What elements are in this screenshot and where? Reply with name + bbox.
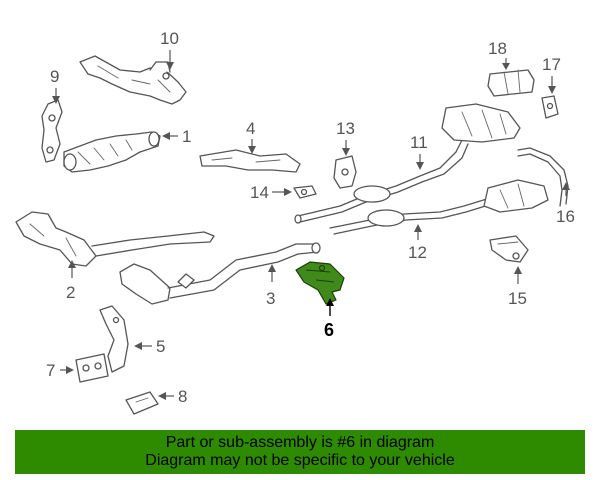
svg-text:8: 8	[178, 387, 187, 406]
part-7-gasket[interactable]	[75, 353, 109, 383]
part-15-bracket[interactable]	[489, 235, 529, 263]
callout-16: 16	[556, 182, 575, 226]
banner-line-2: Diagram may not be specific to your vehi…	[145, 452, 455, 469]
callout-6: 6	[324, 298, 334, 340]
part-12-rear-muffler-assembly[interactable]	[329, 179, 549, 235]
callout-12: 12	[408, 224, 427, 262]
svg-text:6: 6	[324, 320, 334, 340]
banner-line-1: Part or sub-assembly is #6 in diagram	[165, 434, 435, 451]
callout-7: 7	[46, 361, 74, 380]
svg-text:5: 5	[156, 337, 165, 356]
svg-text:14: 14	[250, 183, 269, 202]
part-4-heat-shield[interactable]	[199, 149, 301, 173]
part-2-front-pipe-converter[interactable]	[15, 211, 215, 267]
part-8-gasket-strip[interactable]	[125, 391, 159, 415]
part-11-rear-muffler-assembly[interactable]	[294, 103, 521, 224]
callout-1: 1	[162, 127, 191, 146]
info-banner: Part or sub-assembly is #6 in diagram Di…	[15, 430, 585, 474]
callout-10: 10	[160, 29, 179, 70]
svg-text:4: 4	[246, 119, 255, 138]
callout-8: 8	[158, 387, 187, 406]
svg-text:11: 11	[410, 133, 428, 152]
part-10-bracket[interactable]	[79, 55, 187, 105]
part-14-clamp[interactable]	[293, 185, 317, 199]
part-18-muffler-box[interactable]	[487, 69, 535, 97]
svg-text:1: 1	[182, 127, 191, 146]
svg-text:7: 7	[46, 361, 55, 380]
part-1-manifold[interactable]	[63, 131, 161, 173]
callout-2: 2	[66, 260, 76, 302]
part-5-bracket[interactable]	[99, 305, 129, 373]
callout-3: 3	[266, 264, 276, 308]
svg-text:15: 15	[508, 289, 527, 308]
callout-17: 17	[542, 55, 561, 94]
callout-18: 18	[488, 39, 510, 70]
part-13-hanger[interactable]	[333, 155, 357, 189]
svg-text:17: 17	[542, 55, 561, 74]
part-9-bracket[interactable]	[41, 99, 63, 163]
svg-text:3: 3	[266, 289, 275, 308]
svg-text:2: 2	[66, 283, 75, 302]
callout-15: 15	[508, 266, 527, 308]
svg-text:18: 18	[488, 39, 507, 58]
callout-11: 11	[410, 133, 428, 170]
svg-text:13: 13	[336, 119, 355, 138]
callout-5: 5	[134, 337, 165, 356]
callout-9: 9	[50, 67, 60, 104]
callout-4: 4	[246, 119, 256, 154]
callout-14: 14	[250, 183, 292, 202]
svg-text:9: 9	[50, 67, 59, 86]
part-3-intermediate-pipe[interactable]	[119, 242, 321, 305]
svg-text:12: 12	[408, 243, 427, 262]
exhaust-system-diagram: 10 9 1 4 13	[15, 29, 575, 415]
svg-text:10: 10	[160, 29, 179, 48]
callout-13: 13	[336, 119, 355, 156]
part-6-bracket[interactable]	[295, 261, 345, 305]
part-17-insulator[interactable]	[541, 95, 559, 119]
svg-text:16: 16	[556, 207, 575, 226]
